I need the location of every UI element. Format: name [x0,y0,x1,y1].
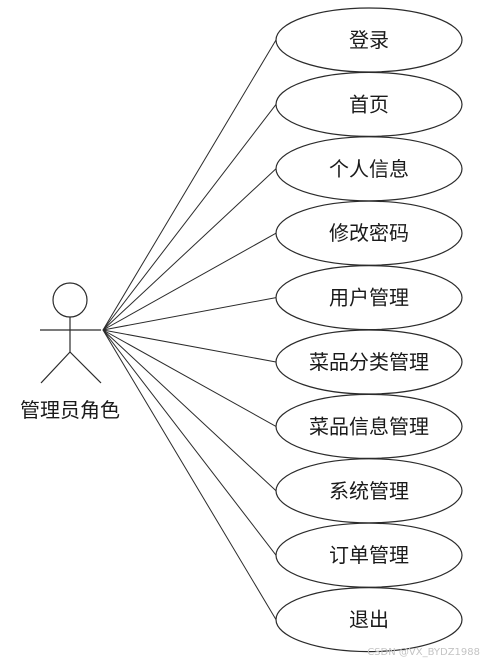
use-case: 菜品信息管理 [275,393,463,459]
association-line [102,104,277,331]
use-case-label: 菜品分类管理 [309,350,429,374]
use-case-label: 首页 [349,92,389,116]
association-line [102,329,277,492]
use-case-label: 系统管理 [329,479,409,503]
use-case: 用户管理 [275,265,463,331]
use-case-ellipse [275,586,463,653]
use-case: 菜品分类管理 [275,329,463,395]
actor-label: 管理员角色 [20,398,120,422]
use-case-label: 菜品信息管理 [309,414,429,438]
actor-figure: 管理员角色 [20,282,120,422]
association-line [102,329,277,427]
use-case-label: 订单管理 [329,543,409,567]
use-case: 首页 [275,71,463,138]
actor-left-leg [40,351,71,384]
use-case: 系统管理 [275,458,463,524]
association-line [102,39,277,331]
use-case-label: 退出 [349,608,389,632]
use-case: 登录 [275,7,463,73]
use-case: 退出 [275,586,463,653]
actor-head-icon [52,282,88,318]
association-line [102,329,277,556]
association-line [102,168,277,331]
use-case: 个人信息 [275,136,463,202]
use-case-label: 用户管理 [329,286,409,310]
use-case-label: 修改密码 [329,221,409,245]
actor-right-leg [69,351,102,384]
use-case: 订单管理 [275,522,463,588]
association-line [102,329,277,363]
use-case: 修改密码 [275,200,463,266]
association-lines [102,39,277,620]
association-line [102,232,277,331]
watermark: CSDN @VX_BYDZ1988 [367,647,480,658]
association-line [102,297,277,331]
association-line [102,329,277,620]
use-case-label: 个人信息 [329,157,409,181]
use-case-label: 登录 [349,28,389,52]
